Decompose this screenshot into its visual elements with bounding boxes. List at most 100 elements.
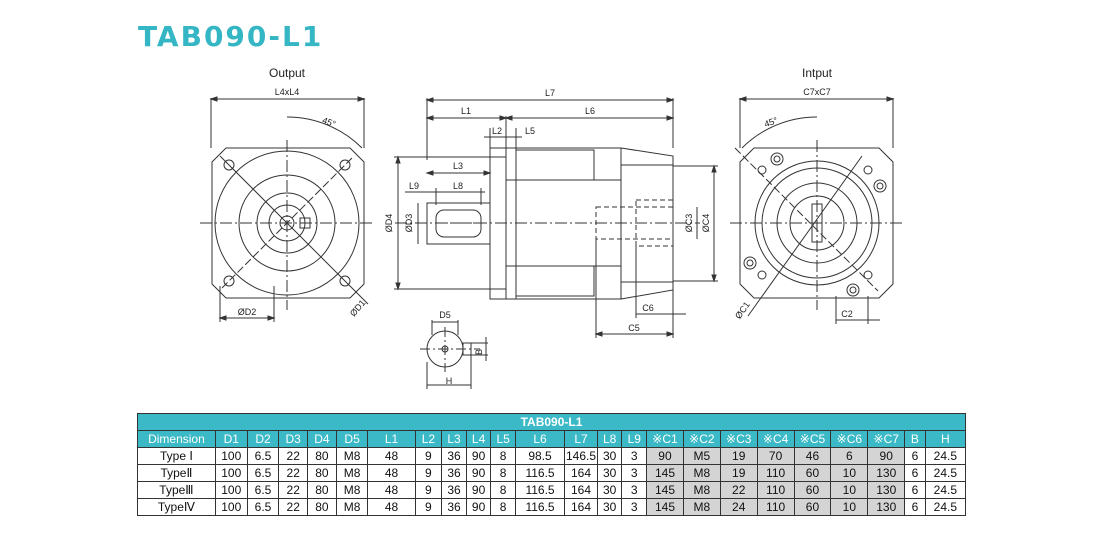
dim-c3: ØC3 [684, 214, 694, 233]
dim-angle-output: 45° [321, 115, 338, 129]
dim-l7: L7 [545, 88, 555, 98]
table-cell: 130 [867, 481, 906, 499]
header-cell: L6 [514, 430, 566, 448]
table-cell: 110 [756, 498, 795, 516]
header-cell: L8 [596, 430, 623, 448]
table-cell: 36 [441, 447, 467, 465]
table-cell: 48 [367, 447, 416, 465]
dim-l1: L1 [461, 106, 471, 116]
table-cell: 36 [441, 481, 467, 499]
header-cell: L5 [490, 430, 516, 448]
dim-l9: L9 [409, 181, 419, 191]
side-view [394, 97, 718, 338]
dim-d3: ØD3 [404, 214, 414, 233]
dim-c7xc7: C7xC7 [803, 87, 831, 97]
table-cell: 6.5 [246, 498, 280, 516]
table-cell: 116.5 [514, 498, 566, 516]
table-cell: M8 [682, 464, 721, 482]
header-cell: L4 [465, 430, 492, 448]
table-cell: 6.5 [246, 481, 280, 499]
table-cell: 98.5 [514, 447, 566, 465]
dim-h: H [446, 376, 453, 386]
dim-c5: C5 [628, 323, 640, 333]
table-cell: 130 [867, 498, 906, 516]
table-cell: 6.5 [246, 464, 280, 482]
table-cell: 8 [490, 481, 516, 499]
table-cell: 146.5 [564, 447, 598, 465]
table-cell: 80 [307, 464, 337, 482]
table-cell: 116.5 [514, 481, 566, 499]
table-cell: 36 [441, 464, 467, 482]
table-cell: 9 [414, 464, 443, 482]
header-cell: L9 [621, 430, 648, 448]
table-cell: M8 [335, 481, 369, 499]
table-cell: 164 [564, 498, 598, 516]
spec-table-container: TAB090-L1 Dimension D1 D2 D3 D4 D5 L1 L2… [137, 413, 967, 516]
table-cell: 24 [719, 498, 758, 516]
table-caption: TAB090-L1 [137, 413, 966, 431]
table-cell: 19 [719, 464, 758, 482]
header-cell: ※C2 [682, 430, 721, 448]
header-cell: L2 [414, 430, 443, 448]
header-cell: D5 [335, 430, 369, 448]
table-cell: 22 [278, 464, 309, 482]
output-label: Output [269, 66, 306, 80]
table-cell: 30 [596, 481, 623, 499]
table-cell: 8 [490, 447, 516, 465]
header-cell: L1 [367, 430, 416, 448]
row-type-label: TypeⅣ [137, 498, 216, 516]
dim-l8: L8 [453, 181, 463, 191]
table-cell: 110 [756, 481, 795, 499]
table-cell: M8 [682, 481, 721, 499]
table-cell: 6 [904, 498, 926, 516]
table-cell: 100 [214, 481, 248, 499]
table-cell: M8 [335, 464, 369, 482]
table-cell: 3 [621, 481, 648, 499]
table-cell: 8 [490, 498, 516, 516]
table-cell: 6 [830, 447, 869, 465]
table-cell: 8 [490, 464, 516, 482]
header-cell: D4 [307, 430, 337, 448]
table-cell: M8 [335, 447, 369, 465]
dim-l2: L2 [492, 126, 502, 136]
dim-c1: ØC1 [733, 300, 752, 321]
row-type-label: TypeⅡ [137, 464, 216, 482]
table-cell: 24.5 [924, 447, 967, 465]
table-cell: 3 [621, 498, 648, 516]
header-cell: D1 [214, 430, 248, 448]
header-cell: D2 [246, 430, 280, 448]
header-cell: L7 [564, 430, 598, 448]
header-cell: ※C4 [756, 430, 795, 448]
technical-drawing: Output Intput L4xL4 45° ØD1 ØD2 L7 L1 L6… [200, 66, 905, 389]
table-cell: 110 [756, 464, 795, 482]
spec-table: TAB090-L1 Dimension D1 D2 D3 D4 D5 L1 L2… [137, 413, 967, 516]
table-cell: 90 [465, 447, 492, 465]
table-cell: 36 [441, 498, 467, 516]
table-cell: 22 [278, 447, 309, 465]
table-cell: 24.5 [924, 498, 967, 516]
header-cell: ※C3 [719, 430, 758, 448]
table-cell: 100 [214, 447, 248, 465]
dim-l5: L5 [525, 126, 535, 136]
table-cell: 90 [465, 481, 492, 499]
header-cell: ※C1 [646, 430, 684, 448]
table-cell: 116.5 [514, 464, 566, 482]
table-cell: 10 [830, 464, 869, 482]
dim-b: B [474, 349, 484, 355]
dim-l3: L3 [453, 161, 463, 171]
shaft-section [420, 320, 488, 389]
table-cell: 10 [830, 481, 869, 499]
table-cell: 145 [646, 498, 684, 516]
table-cell: 48 [367, 464, 416, 482]
table-cell: 30 [596, 464, 623, 482]
table-cell: 130 [867, 464, 906, 482]
table-cell: 22 [278, 498, 309, 516]
header-cell: B [904, 430, 926, 448]
table-cell: 145 [646, 481, 684, 499]
table-cell: M8 [335, 498, 369, 516]
table-cell: 100 [214, 498, 248, 516]
table-cell: 100 [214, 464, 248, 482]
table-cell: 6.5 [246, 447, 280, 465]
